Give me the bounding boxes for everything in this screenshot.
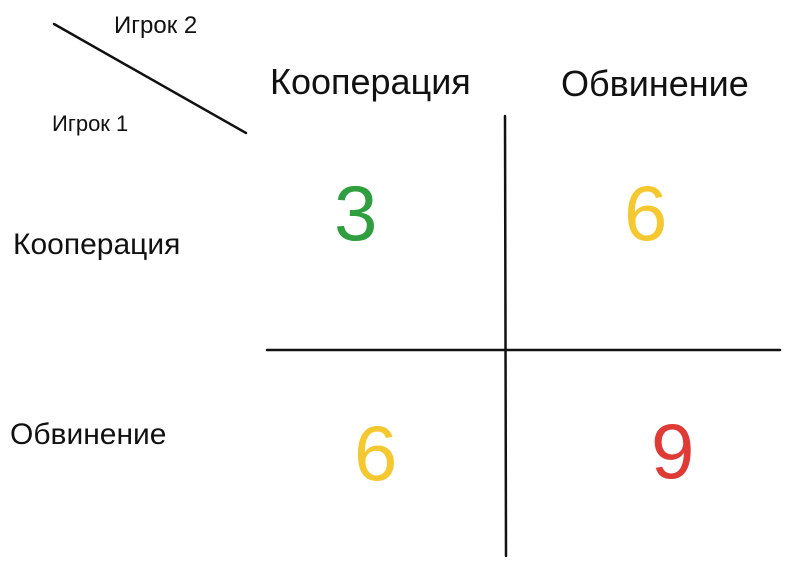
vertical-divider	[503, 114, 508, 558]
payoff-cell-accuse-accuse: 9	[651, 407, 695, 495]
column-header-cooperation: Кооперация	[270, 61, 471, 102]
column-header-accusation: Обвинение	[561, 63, 749, 104]
player-2-label: Игрок 2	[114, 12, 198, 39]
payoff-cell-accuse-coop: 6	[354, 409, 398, 497]
header-diagonal-line	[52, 22, 248, 135]
payoff-cell-coop-accuse: 6	[624, 169, 668, 257]
payoff-cell-coop-coop: 3	[334, 169, 378, 257]
row-header-accusation: Обвинение	[10, 418, 167, 451]
row-header-cooperation: Кооперация	[13, 228, 181, 261]
player-1-label: Игрок 1	[52, 111, 129, 136]
